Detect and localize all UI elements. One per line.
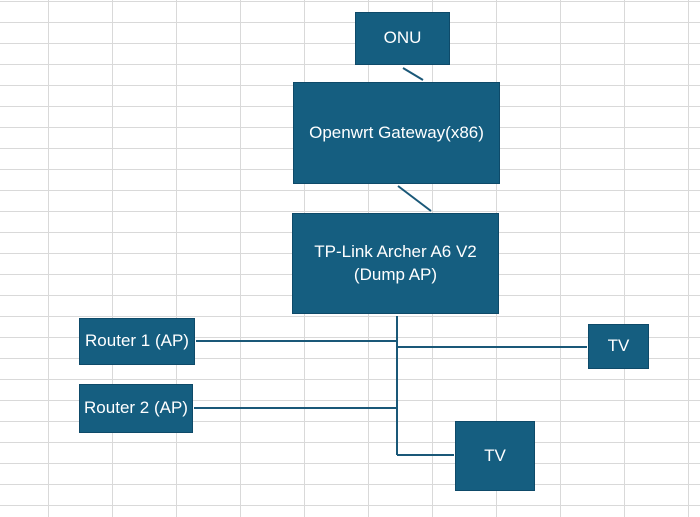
- tv-node-bottom[interactable]: TV: [455, 421, 535, 491]
- connector-gateway-archer: [397, 185, 432, 212]
- router-1-node[interactable]: Router 1 (AP): [79, 318, 195, 365]
- router-2-node[interactable]: Router 2 (AP): [79, 384, 193, 433]
- tv-node-right[interactable]: TV: [588, 324, 649, 369]
- onu-node[interactable]: ONU: [355, 12, 450, 65]
- openwrt-gateway-node[interactable]: Openwrt Gateway(x86): [293, 82, 500, 184]
- archer-ap-node[interactable]: TP-Link Archer A6 V2 (Dump AP): [292, 213, 499, 314]
- connector-onu-gateway: [402, 67, 424, 81]
